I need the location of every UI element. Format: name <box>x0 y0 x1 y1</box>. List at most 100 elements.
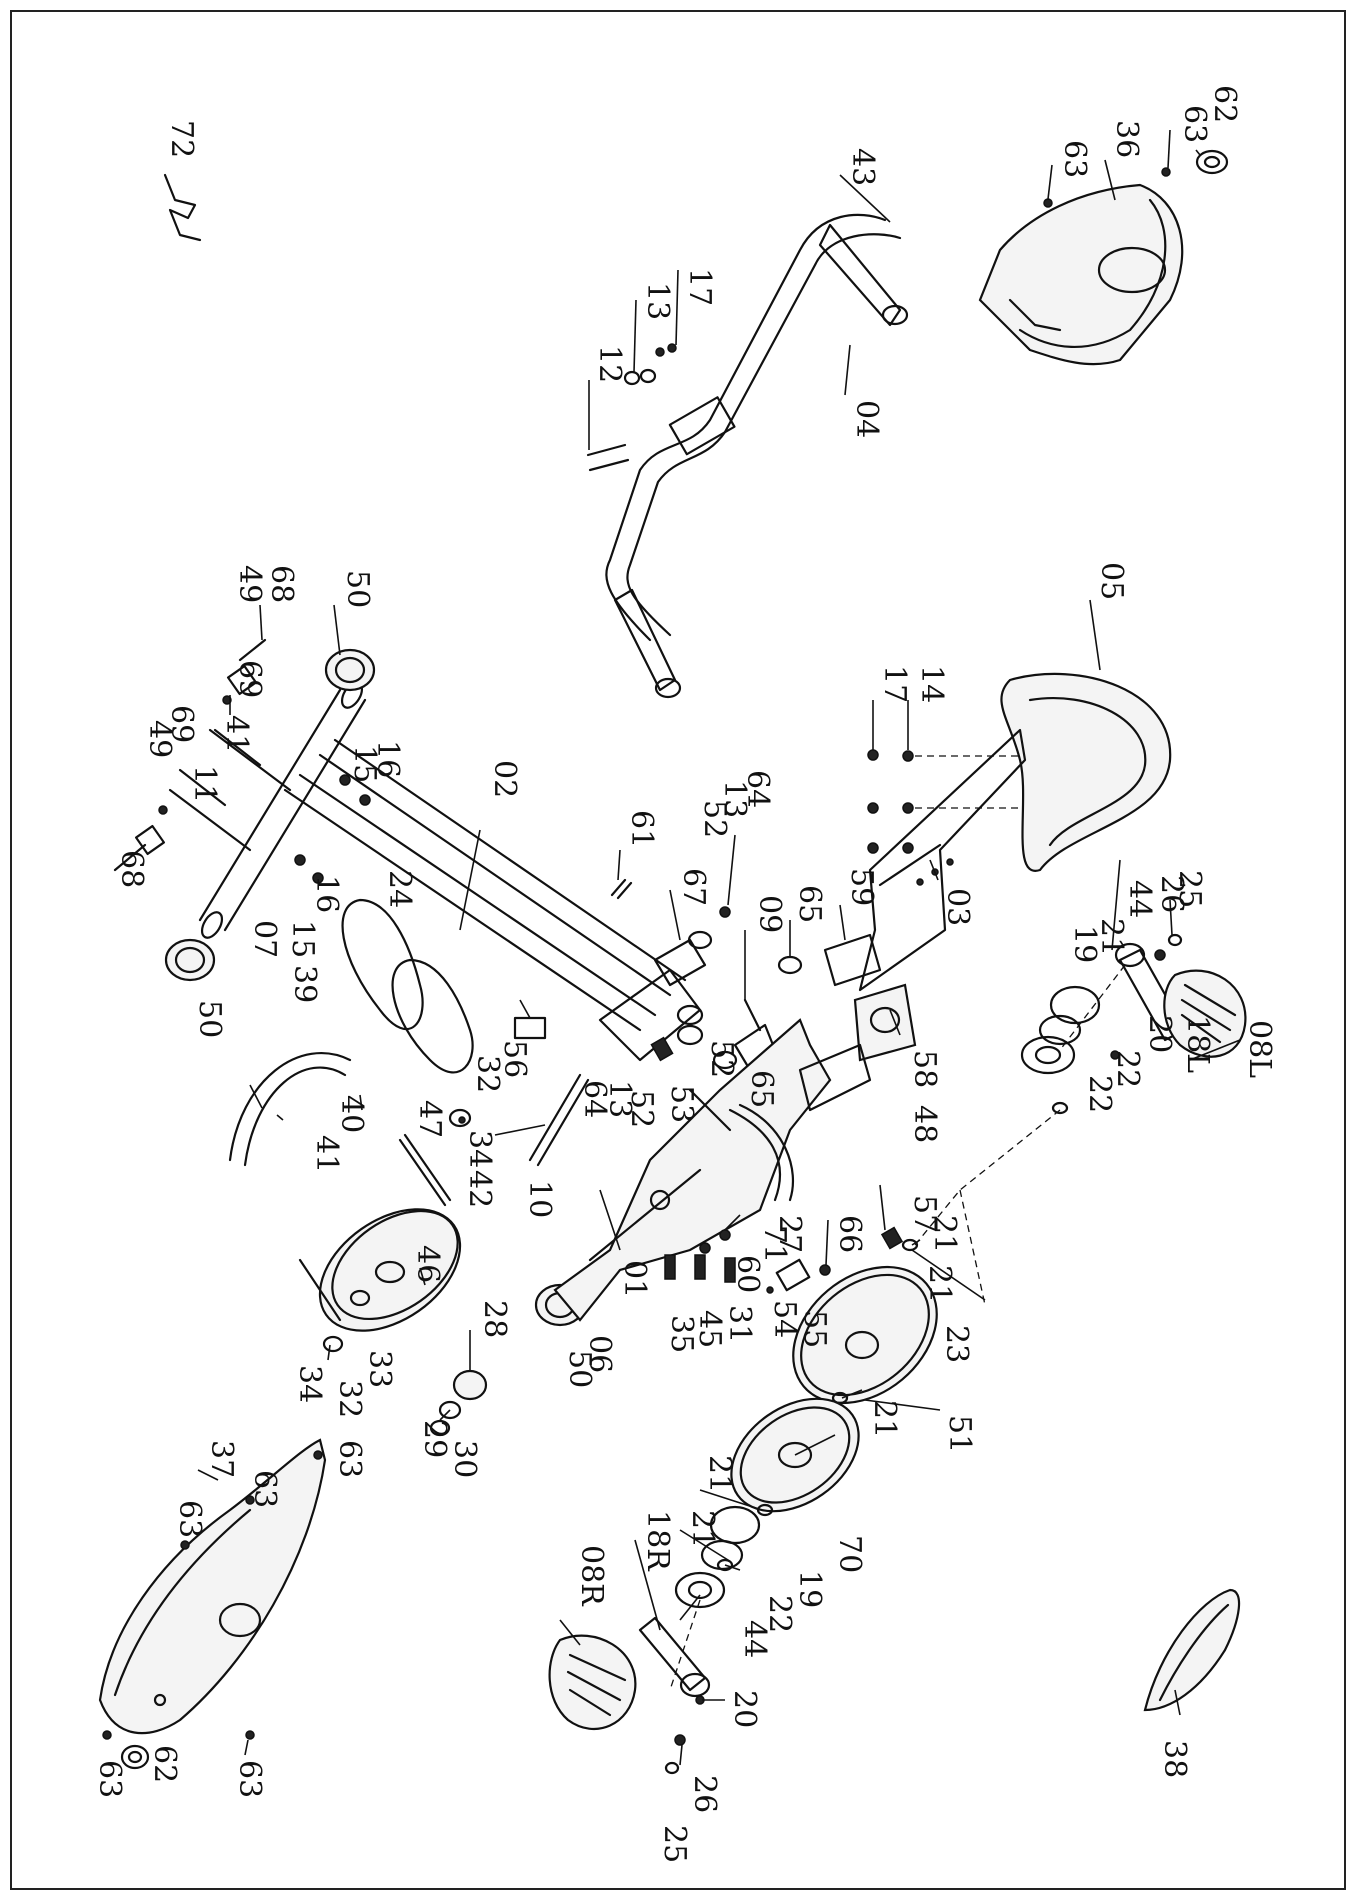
sleeve-insert-drawing <box>823 933 882 987</box>
screws-group-drawing <box>664 1254 736 1283</box>
caster-bolts-drawing <box>113 638 267 872</box>
part-label: 08R <box>574 1545 609 1607</box>
part-label: 13 <box>717 780 752 818</box>
screw-drawing <box>1043 167 1171 208</box>
flywheel-axle-drawing <box>298 1108 472 1353</box>
part-label: 25 <box>657 1825 692 1863</box>
part-label: 36 <box>1109 120 1144 158</box>
part-label: 10 <box>522 1180 557 1218</box>
part-label: 11 <box>187 765 222 803</box>
main-frame-drawing <box>553 1018 832 1322</box>
carriage-bolts-drawing <box>178 728 262 807</box>
part-label: 34 <box>462 1130 497 1168</box>
part-label: 18R <box>640 1510 675 1572</box>
part-labels: 72 62 63 63 36 43 17 13 12 04 05 14 17 6… <box>92 85 1277 1863</box>
part-label: 15 <box>347 745 382 783</box>
part-label: 13 <box>640 282 675 320</box>
drive-belt-drawing <box>341 898 474 1074</box>
part-label: 65 <box>744 1070 779 1108</box>
part-label: 48 <box>907 1105 942 1143</box>
part-label: 63 <box>247 1470 282 1508</box>
part-label: 68 <box>114 850 149 888</box>
part-label: 21 <box>702 1455 737 1493</box>
seat-post-drawing <box>858 728 1027 992</box>
pedal-left-drawing <box>1163 969 1247 1058</box>
part-label: 60 <box>730 1255 765 1293</box>
part-label: 56 <box>497 1040 532 1078</box>
part-label: 49 <box>142 720 177 758</box>
part-label: 08L <box>1242 1020 1277 1078</box>
part-label: 22 <box>1082 1075 1117 1113</box>
part-label: 52 <box>697 800 732 838</box>
part-label: 69 <box>164 705 199 743</box>
nut-washer-drawing <box>294 774 371 884</box>
flywheel-drawing <box>318 1208 462 1332</box>
part-label: 01 <box>617 1260 652 1298</box>
washer-ring-bottom-drawing <box>120 1744 150 1770</box>
dashed-assembly-lines <box>669 964 1126 1691</box>
part-label: 21 <box>1094 918 1129 956</box>
part-label: 19 <box>792 1570 827 1608</box>
part-label: 21 <box>927 1215 962 1253</box>
part-label: 63 <box>92 1760 127 1798</box>
part-label: 20 <box>1142 1015 1177 1053</box>
part-label: 52 <box>704 1040 739 1078</box>
part-label: 15 <box>285 920 320 958</box>
rear-stabilizer-tube-drawing <box>168 681 367 939</box>
tension-rod-drawing <box>528 1073 590 1167</box>
part-label: 17 <box>877 665 912 703</box>
part-label: 21 <box>685 1510 720 1548</box>
part-label: 43 <box>845 148 880 186</box>
part-label: 44 <box>1122 880 1157 918</box>
part-label: 06 <box>582 1335 617 1373</box>
part-label: 33 <box>362 1350 397 1388</box>
tension-knob-drawing <box>429 1369 488 1437</box>
frame-rails-drawing <box>283 738 702 1062</box>
screws-lower-left-drawing <box>102 1450 323 1740</box>
part-label: 50 <box>562 1350 597 1388</box>
part-label: 68 <box>264 565 299 603</box>
pedal-nuts-drawing <box>664 933 1183 1775</box>
wrench-drawing <box>163 173 202 242</box>
handlebar-bolts-drawing <box>586 343 677 472</box>
part-label: 21 <box>867 1400 902 1438</box>
console-drawing <box>853 983 917 1062</box>
part-label: 53 <box>664 1085 699 1123</box>
part-label: 63 <box>1057 140 1092 178</box>
part-label: 16 <box>309 875 344 913</box>
part-label: 57 <box>907 1195 942 1233</box>
axle-drawing <box>653 938 707 987</box>
part-label: 39 <box>287 965 322 1003</box>
part-label: 05 <box>1094 562 1129 600</box>
part-label: 69 <box>232 660 267 698</box>
sensor-drawing <box>880 1226 904 1250</box>
part-label: 17 <box>682 268 717 306</box>
right-shroud-cover-drawing <box>978 183 1184 366</box>
part-label: 13 <box>602 1080 637 1118</box>
part-label: 52 <box>624 1090 659 1128</box>
part-label: 41 <box>219 715 254 753</box>
part-label: 16 <box>370 740 405 778</box>
part-label: 66 <box>832 1215 867 1253</box>
console-bracket-drawing <box>798 1043 872 1112</box>
washer-ring-drawing <box>1195 149 1229 175</box>
part-label: 58 <box>907 1050 942 1088</box>
part-label: 07 <box>247 920 282 958</box>
part-label: 20 <box>727 1690 762 1728</box>
part-label: 71 <box>757 1225 792 1263</box>
part-label: 22 <box>1110 1050 1145 1088</box>
part-label: 64 <box>577 1080 612 1118</box>
pedal-right-drawing <box>548 1634 637 1730</box>
left-shroud-cover-drawing <box>98 1438 327 1735</box>
part-label: 63 <box>232 1760 267 1798</box>
part-label: 27 <box>772 1215 807 1253</box>
part-label: 63 <box>172 1500 207 1538</box>
part-label: 59 <box>844 868 879 906</box>
part-label: 18L <box>1180 1015 1215 1073</box>
part-label: 65 <box>792 885 827 923</box>
part-label: 47 <box>412 1100 447 1138</box>
part-label: 26 <box>687 1775 722 1813</box>
part-label: 26 <box>1154 875 1189 913</box>
handlebar-drawing <box>605 213 909 699</box>
